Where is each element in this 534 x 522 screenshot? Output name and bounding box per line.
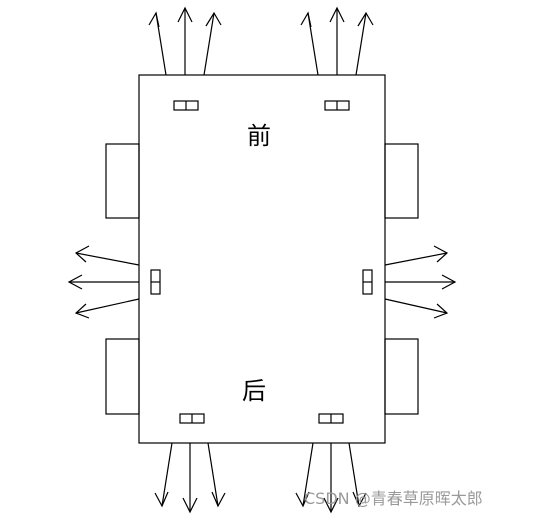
back-label: 后 (242, 377, 266, 405)
watermark-text: CSDN @青春草原晖太郎 (304, 489, 483, 508)
front-right-thruster (324, 100, 350, 111)
bottom-right-thrust-arrows (295, 442, 367, 514)
right-thrust-arrows (384, 245, 457, 319)
right-front-module (384, 143, 419, 219)
vehicle-body (138, 74, 386, 444)
top-left-thrust-arrows (148, 6, 222, 76)
rear-right-thruster (318, 413, 344, 424)
left-rear-module (105, 338, 140, 415)
top-right-thrust-arrows (300, 6, 374, 76)
left-front-module (105, 143, 140, 219)
right-rear-module (384, 338, 419, 415)
bottom-left-thrust-arrows (154, 442, 226, 514)
left-thrust-arrows (67, 245, 140, 319)
front-left-thruster (173, 100, 199, 111)
front-label: 前 (247, 122, 271, 150)
left-side-thruster (150, 269, 161, 295)
right-side-thruster (362, 269, 373, 295)
rear-left-thruster (179, 413, 205, 424)
